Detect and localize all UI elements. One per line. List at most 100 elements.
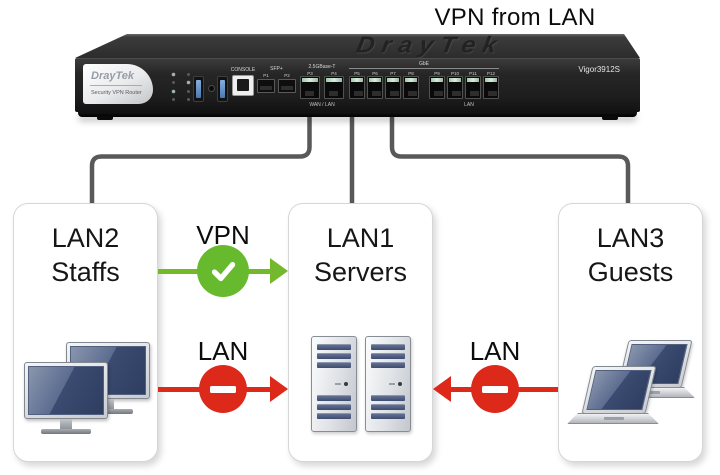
monitor-frame: [24, 362, 108, 419]
badge-divider: [90, 85, 142, 86]
ethernet-port-p3: [300, 76, 320, 99]
gbe-group-label: GbE: [418, 61, 429, 67]
server-slot: [317, 404, 351, 410]
server-slot: [317, 413, 351, 419]
server-slot: [317, 353, 351, 359]
router-brand-logo: DrayTek: [91, 70, 135, 82]
node-title: LAN2 Staffs: [14, 221, 157, 289]
server-tower: [311, 336, 357, 432]
ethernet-port-p5: [349, 76, 365, 99]
node-lan2-staffs: LAN2 Staffs: [13, 203, 158, 462]
port-label: P9: [434, 70, 440, 76]
wan-group-label: 2.5GBase-T: [308, 64, 336, 70]
port-label: P7: [390, 70, 396, 76]
router-brand-badge: DrayTek Security VPN Router: [83, 64, 153, 104]
node-role: Guests: [587, 257, 674, 287]
led: [187, 89, 190, 93]
router-front-panel: DrayTek Security VPN Router CONSOLE SFP+…: [75, 58, 640, 112]
ethernet-port-p7: [385, 76, 401, 99]
port-label: P4: [331, 70, 337, 76]
server-slot: [371, 362, 405, 368]
usb-port-2: [217, 76, 228, 102]
server-slot: [371, 404, 405, 410]
port-label: P12: [486, 70, 495, 76]
monitor-front: [24, 362, 108, 437]
server-slot: [371, 353, 405, 359]
sfp-port-label: P2: [284, 73, 290, 78]
power-button: [344, 382, 348, 386]
wan-group-sublabel: WAN / LAN: [309, 102, 335, 108]
lan-group-sublabel: LAN: [464, 102, 474, 108]
server-slot: [317, 362, 351, 368]
ethernet-port-p4: [324, 76, 344, 99]
server-slot: [317, 395, 351, 401]
server-tower: [365, 336, 411, 432]
drive-slot: [389, 383, 395, 385]
port-label: P6: [372, 70, 378, 76]
router-model-label: Vigor3912S: [578, 65, 620, 74]
ethernet-port-p8: [403, 76, 419, 99]
drive-slot: [335, 383, 341, 385]
port-label: P11: [469, 70, 477, 76]
port-label: P5: [354, 70, 360, 76]
sfp-port-label: P1: [263, 73, 269, 78]
monitor-neck: [102, 399, 114, 409]
router-top-surface: DrayTek: [75, 34, 640, 58]
led: [172, 97, 175, 101]
checkmark-icon: [211, 261, 236, 282]
console-port: [232, 75, 254, 96]
led: [172, 73, 175, 77]
console-label: CONSOLE: [230, 67, 256, 73]
port-label: P3: [307, 70, 313, 76]
node-name: LAN3: [596, 223, 665, 253]
led: [187, 73, 190, 77]
ethernet-port-p10: [447, 76, 463, 99]
laptop-frame: [581, 366, 657, 414]
connector-lan3: [389, 110, 631, 204]
monitor-neck: [60, 419, 72, 429]
router-foot: [602, 116, 618, 120]
connection-vpn-allowed: VPN: [158, 220, 288, 304]
ethernet-port-p9: [429, 76, 445, 99]
led: [172, 89, 175, 93]
vpn-router: DrayTek DrayTek Security VPN Router CONS…: [75, 34, 640, 120]
node-title: LAN3 Guests: [559, 221, 702, 289]
router-badge-subtitle: Security VPN Router: [91, 90, 142, 96]
usb-port-1: [193, 76, 204, 102]
led: [187, 81, 190, 85]
node-role: Staffs: [51, 257, 120, 287]
monitor-screen: [28, 366, 104, 415]
led-indicators: [170, 73, 192, 101]
ethernet-port-p6: [367, 76, 383, 99]
ethernet-port-p12: [483, 76, 499, 99]
sfp-cage-p1: [257, 79, 275, 93]
port-label: P8: [408, 70, 414, 76]
laptop-base: [567, 413, 659, 424]
ethernet-port-p11: [465, 76, 481, 99]
diagram-title: VPN from LAN: [434, 4, 596, 31]
arrow-head-icon: [433, 376, 451, 402]
router-foot: [97, 116, 113, 120]
connection-label: LAN: [469, 336, 521, 366]
node-name: LAN1: [326, 223, 395, 253]
led: [187, 97, 190, 101]
connection-label: LAN: [197, 336, 249, 366]
gbe-bracket-line: [349, 68, 499, 69]
arrow-head-icon: [270, 376, 288, 402]
connection-lan-blocked-left: LAN: [158, 336, 288, 420]
server-slot: [371, 344, 405, 350]
server-slot: [371, 413, 405, 419]
node-lan1-servers: LAN1 Servers: [288, 203, 433, 462]
led: [172, 81, 175, 85]
sfp-cage-p2: [278, 79, 296, 93]
laptop-screen: [586, 370, 652, 410]
no-entry-bar: [210, 385, 236, 393]
check-circle-icon: [197, 245, 249, 297]
node-name: LAN2: [51, 223, 120, 253]
arrow-head-icon: [270, 258, 288, 284]
connector-lan2: [89, 110, 312, 204]
no-entry-circle-icon: [471, 365, 519, 413]
laptop-front: [567, 366, 659, 432]
